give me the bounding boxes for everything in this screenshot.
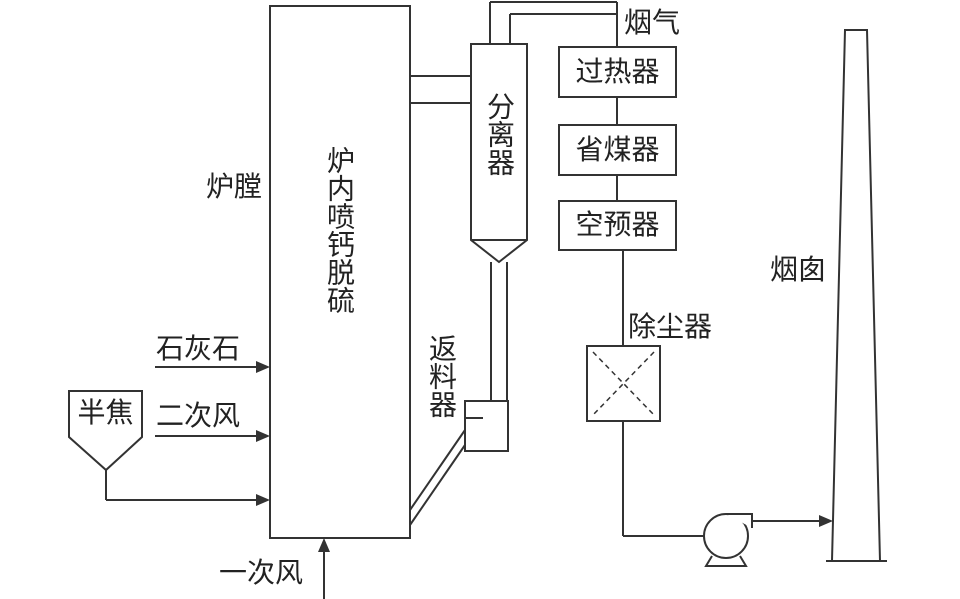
limestone-label: 石灰石 <box>156 332 241 365</box>
primary-air-arrowhead <box>318 538 330 552</box>
dust-x-b <box>592 351 655 416</box>
furnace-inner-label: 炉内喷钙脱硫 <box>323 146 356 314</box>
dust-collector-box <box>586 345 661 422</box>
dust-collector-label: 除尘器 <box>628 310 713 343</box>
primary-air-label: 一次风 <box>219 556 304 589</box>
secondary-air-arrowhead <box>256 430 270 442</box>
return-leg-inner <box>409 444 466 526</box>
furnace-box <box>269 5 411 539</box>
semi-coke-arrowhead <box>256 494 270 506</box>
secondary-air-label: 二次风 <box>156 399 241 432</box>
economizer-label: 省煤器 <box>575 133 660 166</box>
return-feeder-box <box>464 400 509 452</box>
economizer-box <box>558 124 677 176</box>
flue-gas-label: 烟气 <box>624 6 681 39</box>
separator-body <box>470 43 528 264</box>
furnace-side-label: 炉膛 <box>206 170 263 203</box>
fan-base <box>704 555 748 567</box>
semi-coke-hopper <box>68 390 143 472</box>
separator-label: 分离器 <box>483 92 516 176</box>
fan-outlet <box>726 513 753 528</box>
superheater-label: 过热器 <box>575 55 660 88</box>
dust-x-a <box>592 351 655 416</box>
limestone-arrowhead <box>256 361 270 373</box>
chimney-arrowhead <box>819 515 833 527</box>
air-preheater-box <box>558 200 677 251</box>
chimney <box>830 29 882 562</box>
air-preheater-label: 空预器 <box>575 208 660 241</box>
chimney-label: 烟囱 <box>770 253 827 286</box>
superheater-box <box>558 46 677 98</box>
return-leg-outer <box>409 429 466 511</box>
return-feeder-label: 返料器 <box>425 334 458 418</box>
semi-coke-label: 半焦 <box>77 396 134 429</box>
